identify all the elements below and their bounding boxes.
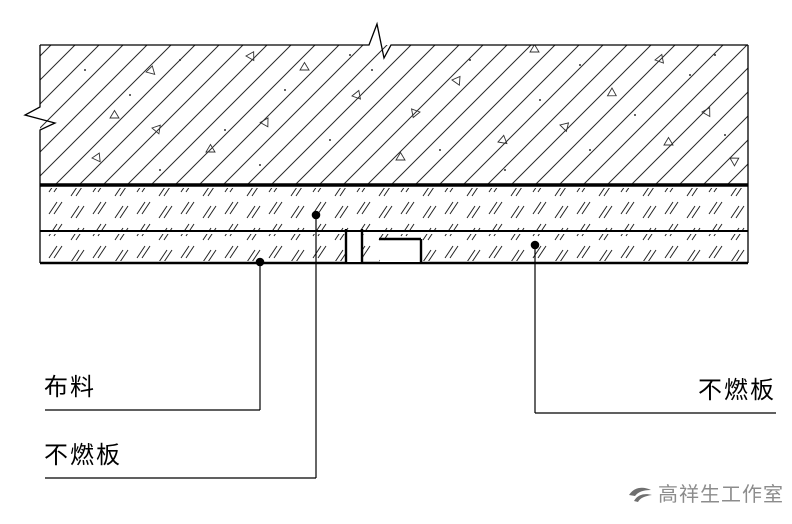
watermark-text: 高祥生工作室 (658, 482, 784, 506)
stepped-joint-detail (344, 229, 423, 263)
concrete-slab-layer (40, 45, 748, 185)
leader-dot-board-right (530, 240, 540, 250)
leader-lines (45, 215, 776, 479)
top-edge-with-break-mark (40, 21, 748, 60)
leader-line-board-left (45, 215, 317, 479)
bird-logo-icon (629, 487, 652, 502)
label-board-left: 不燃板 (44, 441, 122, 469)
watermark: 高祥生工作室 (627, 478, 784, 507)
leader-dot-fabric (255, 257, 265, 267)
left-edge-with-break-mark (23, 45, 57, 263)
leader-line-fabric (45, 262, 261, 411)
label-board-right: 不燃板 (698, 376, 776, 404)
leader-dot-board-left (311, 210, 321, 220)
label-fabric: 布料 (44, 373, 96, 401)
slab-outline (23, 21, 749, 265)
aggregate-specks (84, 54, 726, 171)
leader-dots (255, 210, 540, 267)
leader-line-board-right (534, 245, 776, 414)
aggregate-symbols (84, 45, 742, 171)
